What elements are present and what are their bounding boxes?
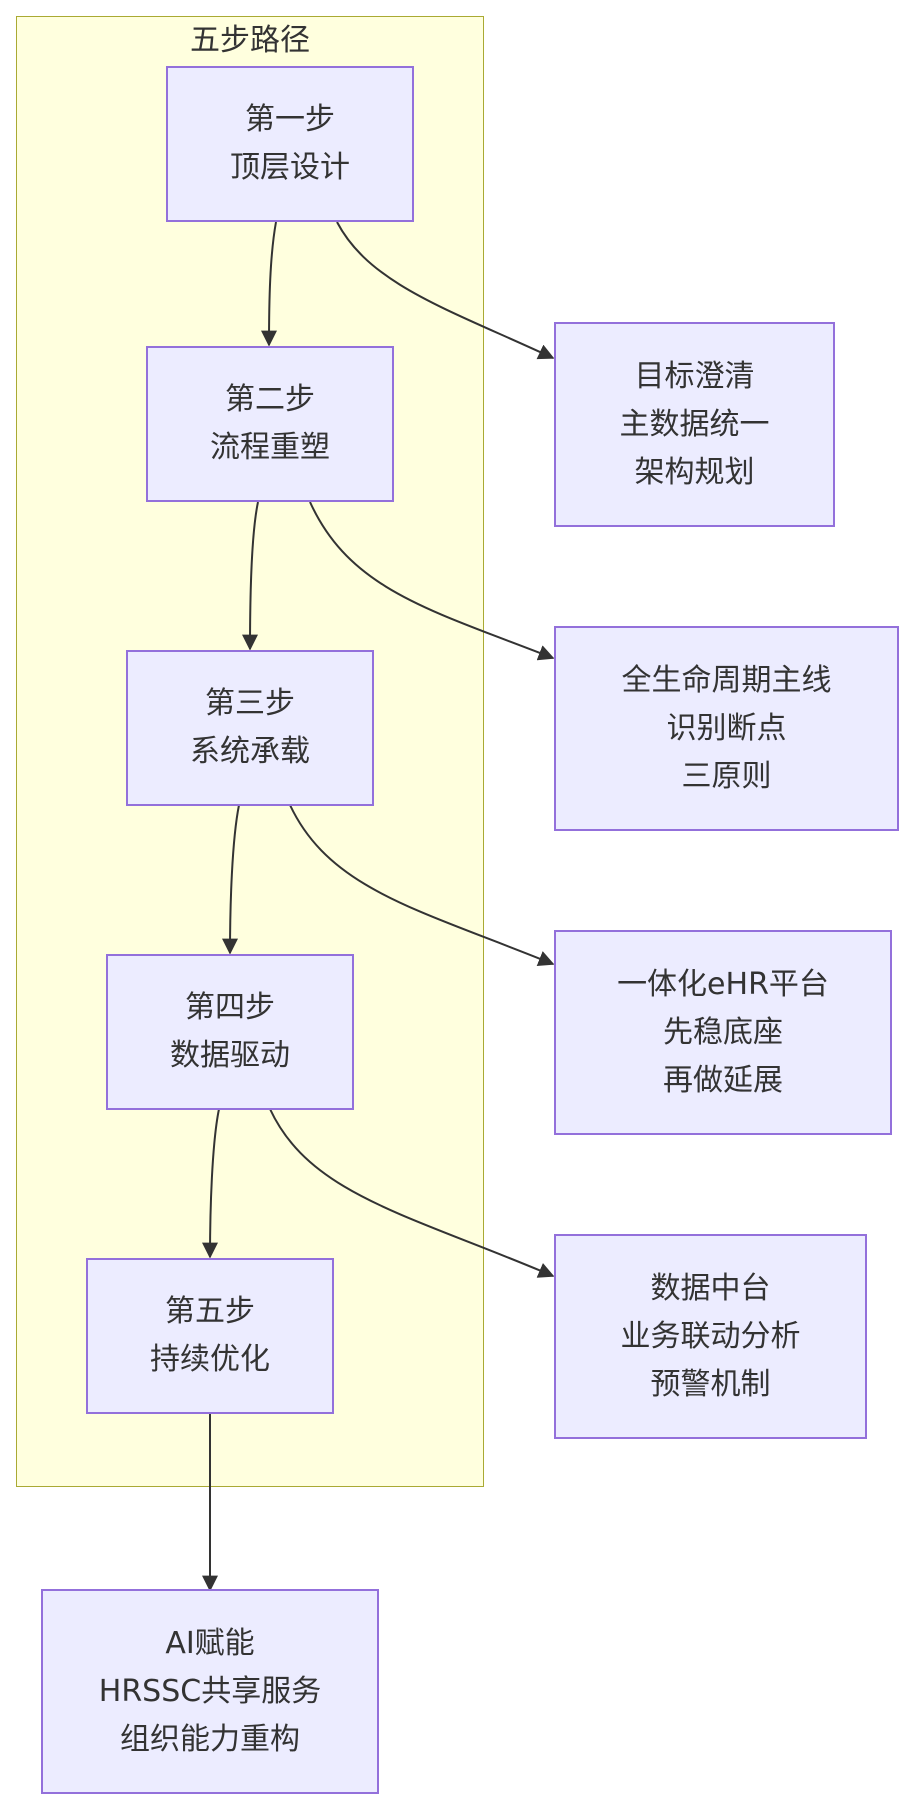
- edge-step1-step2: [261, 221, 278, 347]
- detail-4-node: 数据中台 业务联动分析 预警机制: [554, 1234, 867, 1439]
- detail-2-line-3: 三原则: [681, 758, 772, 794]
- edge-step1-detail1: [336, 221, 555, 360]
- step-5-title: 第五步: [165, 1294, 255, 1329]
- detail-1-line-2: 主数据统一: [619, 406, 770, 442]
- step-4-label: 数据驱动: [170, 1038, 290, 1073]
- step-2-label: 流程重塑: [210, 430, 330, 465]
- step-4-title: 第四步: [185, 990, 275, 1025]
- edge-step3-step4: [222, 804, 240, 955]
- final-node: AI赋能 HRSSC共享服务 组织能力重构: [41, 1589, 379, 1794]
- step-1-label: 顶层设计: [230, 150, 350, 185]
- detail-1-line-3: 架构规划: [634, 454, 755, 490]
- edge-step4-detail4: [269, 1108, 555, 1278]
- edge-step4-step5: [202, 1108, 220, 1259]
- detail-3-line-2: 先稳底座: [663, 1014, 783, 1050]
- detail-4-line-3: 预警机制: [650, 1366, 771, 1402]
- step-3-label: 系统承载: [190, 734, 310, 769]
- detail-1-line-1: 目标澄清: [634, 358, 755, 394]
- final-line-2: HRSSC共享服务: [98, 1673, 322, 1709]
- step-2-node: 第二步 流程重塑: [146, 346, 394, 502]
- group-title: 五步路径: [190, 23, 310, 58]
- detail-2-line-2: 识别断点: [666, 710, 787, 746]
- edge-step2-step3: [242, 501, 259, 651]
- detail-3-line-3: 再做延展: [663, 1062, 783, 1098]
- detail-2-node: 全生命周期主线 识别断点 三原则: [554, 626, 899, 831]
- detail-1-node: 目标澄清 主数据统一 架构规划: [554, 322, 835, 527]
- detail-2-line-1: 全生命周期主线: [621, 662, 832, 698]
- detail-4-line-1: 数据中台: [650, 1270, 771, 1306]
- final-line-3: 组织能力重构: [120, 1721, 300, 1757]
- edge-step2-detail2: [309, 501, 555, 661]
- detail-3-line-1: 一体化eHR平台: [617, 966, 829, 1002]
- edge-step3-detail3: [289, 804, 555, 966]
- detail-4-line-2: 业务联动分析: [620, 1318, 801, 1354]
- detail-3-node: 一体化eHR平台 先稳底座 再做延展: [554, 930, 892, 1135]
- step-5-node: 第五步 持续优化: [86, 1258, 334, 1414]
- final-line-1: AI赋能: [165, 1625, 255, 1661]
- step-3-title: 第三步: [205, 686, 295, 721]
- step-4-node: 第四步 数据驱动: [106, 954, 354, 1110]
- step-3-node: 第三步 系统承载: [126, 650, 374, 806]
- step-1-node: 第一步 顶层设计: [166, 66, 414, 222]
- step-1-title: 第一步: [245, 102, 335, 137]
- step-2-title: 第二步: [225, 382, 315, 417]
- step-5-label: 持续优化: [150, 1342, 270, 1377]
